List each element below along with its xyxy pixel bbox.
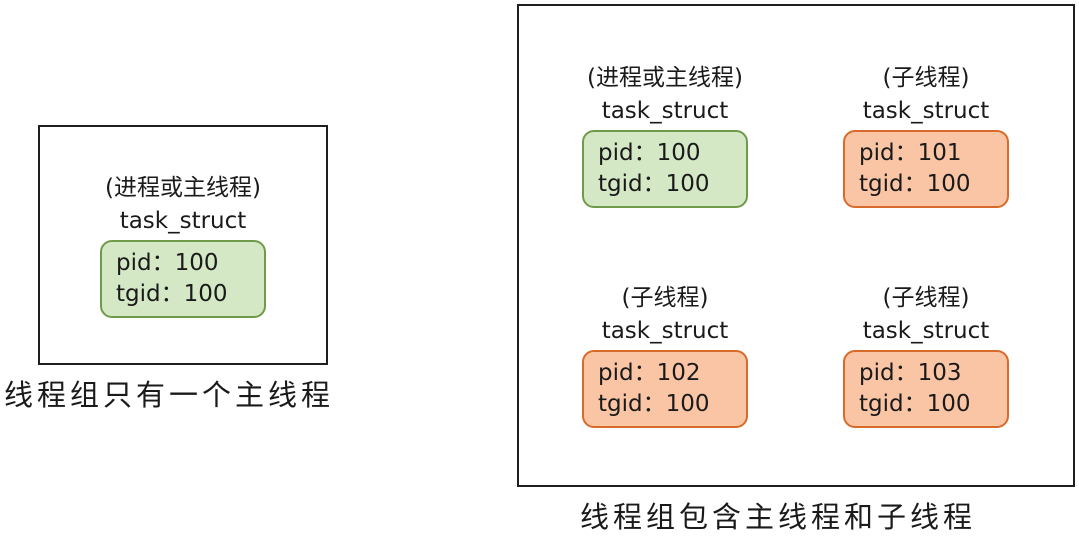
node-type-label: task_struct <box>601 318 729 344</box>
tgid-value: tgid：100 <box>859 391 971 417</box>
node-type-label: task_struct <box>601 98 729 124</box>
pid-value: pid：100 <box>598 140 701 166</box>
tgid-value: tgid：100 <box>859 171 971 197</box>
single-thread-group-caption: 线程组只有一个主线程 <box>4 378 335 412</box>
task-struct-box: pid：103 tgid：100 <box>843 350 1009 428</box>
multi-thread-group-caption: 线程组包含主线程和子线程 <box>580 500 977 534</box>
pid-value: pid：101 <box>859 140 962 166</box>
task-struct-box: pid：100 tgid：100 <box>582 130 748 208</box>
node-role-label: (子线程) <box>882 65 970 91</box>
child-thread-node: (子线程) task_struct pid：101 tgid：100 <box>841 62 1011 208</box>
pid-value: pid：103 <box>859 360 962 386</box>
node-role-label: (子线程) <box>882 285 970 311</box>
task-struct-box: pid：102 tgid：100 <box>582 350 748 428</box>
pid-value: pid：100 <box>116 250 219 276</box>
child-thread-node: (子线程) task_struct pid：102 tgid：100 <box>580 282 750 428</box>
tgid-value: tgid：100 <box>598 171 710 197</box>
task-struct-box: pid：100 tgid：100 <box>100 240 266 318</box>
tgid-value: tgid：100 <box>598 391 710 417</box>
tgid-value: tgid：100 <box>116 281 228 307</box>
pid-value: pid：102 <box>598 360 701 386</box>
node-type-label: task_struct <box>119 208 247 234</box>
node-role-label: (进程或主线程) <box>105 175 261 201</box>
child-thread-node: (子线程) task_struct pid：103 tgid：100 <box>841 282 1011 428</box>
task-struct-box: pid：101 tgid：100 <box>843 130 1009 208</box>
node-role-label: (子线程) <box>621 285 709 311</box>
node-type-label: task_struct <box>862 318 990 344</box>
main-thread-node: (进程或主线程) task_struct pid：100 tgid：100 <box>98 172 268 318</box>
multi-thread-group-frame <box>517 4 1075 487</box>
node-role-label: (进程或主线程) <box>587 65 743 91</box>
main-thread-node: (进程或主线程) task_struct pid：100 tgid：100 <box>580 62 750 208</box>
single-thread-group-frame <box>38 125 328 365</box>
node-type-label: task_struct <box>862 98 990 124</box>
